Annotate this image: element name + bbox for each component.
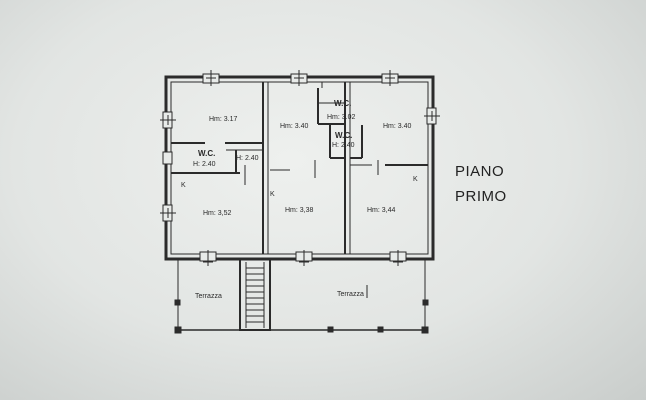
room-label-bottom-left: Hm: 3,52 [203, 210, 232, 217]
kitchen-label-mid: K [270, 191, 275, 198]
terrace-label-right: Terrazza [337, 291, 364, 298]
window-glyphs [160, 70, 440, 266]
floor-title-line-1: PIANO [455, 163, 505, 180]
kitchen-label-left: K [181, 182, 186, 189]
wc-right-label: W.C. [335, 131, 352, 140]
wc-right-height: H: 2.40 [332, 142, 355, 149]
room-label-bottom-right: Hm: 3,44 [367, 207, 396, 214]
terrace-label-left: Terrazza [195, 293, 222, 300]
terrace-outline [174, 259, 429, 334]
room-label-top-mid: Hm: 3.40 [280, 123, 309, 130]
interior-walls [171, 82, 428, 254]
wc-left-label: W.C. [198, 149, 215, 158]
corridor-height: H: 2.40 [236, 155, 259, 162]
outer-walls [164, 75, 435, 261]
room-label-top-right: Hm: 3.40 [383, 123, 412, 130]
staircase [239, 258, 271, 331]
floor-title-line-2: PRIMO [455, 188, 507, 205]
room-label-bottom-mid: Hm: 3,38 [285, 207, 314, 214]
kitchen-label-right: K [413, 176, 418, 183]
wc-mid-label: W.C. [334, 99, 351, 108]
wc-left-height: H: 2.40 [193, 161, 216, 168]
wc-mid-height: Hm: 3.02 [327, 114, 356, 121]
room-label-top-left: Hm: 3.17 [209, 116, 238, 123]
